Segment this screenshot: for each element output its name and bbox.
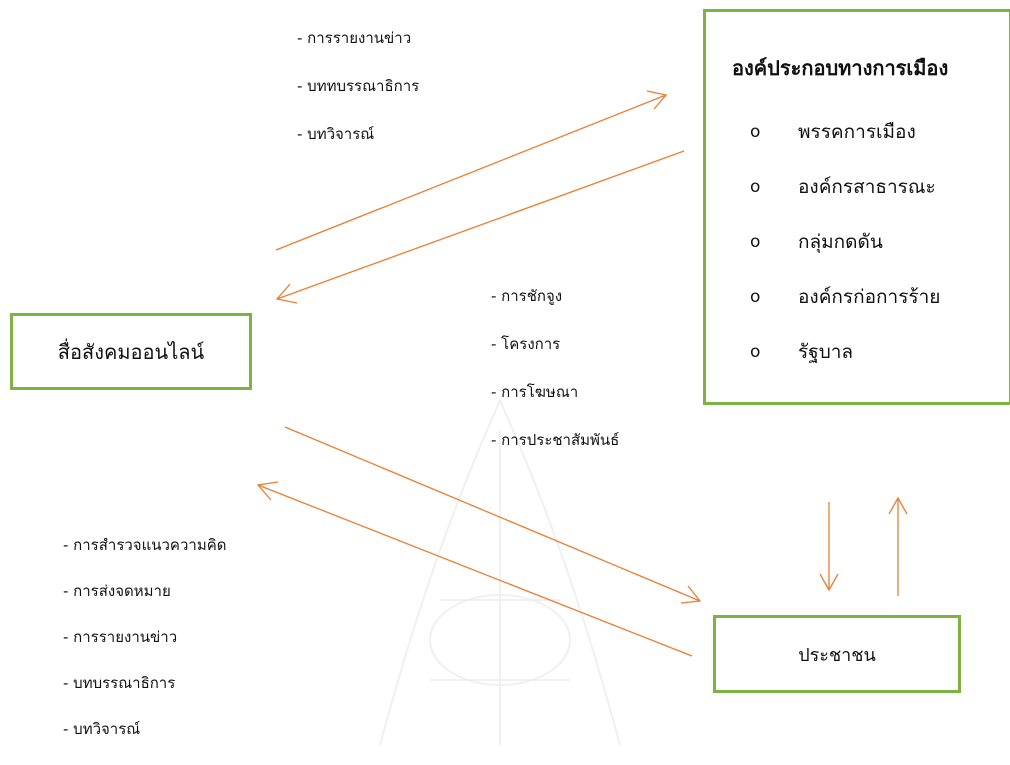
political-item: o องค์กรสาธารณะ bbox=[750, 159, 940, 214]
node-political-components: องค์ประกอบทางการเมือง o พรรคการเมือง o อ… bbox=[703, 9, 1010, 405]
bullet: o bbox=[750, 121, 761, 142]
label-item: - การประชาสัมพันธ์ bbox=[491, 431, 620, 449]
arrow-social-to-people bbox=[284, 426, 701, 602]
political-item-label: องค์กรสาธารณะ bbox=[798, 175, 936, 198]
label-item: - การรายงานข่าว bbox=[297, 29, 412, 47]
connector-layer bbox=[256, 90, 908, 657]
watermark-bars bbox=[430, 599, 570, 681]
node-label: ประชาชน bbox=[798, 644, 876, 666]
bullet: o bbox=[750, 286, 761, 307]
watermark-ring bbox=[429, 594, 571, 686]
watermark-emblem bbox=[379, 399, 621, 745]
watermark-curve-left bbox=[379, 399, 501, 745]
political-item: o องค์กรก่อการร้าย bbox=[750, 269, 940, 324]
diagram-canvas: - การรายงานข่าว - บททบรรณาธิการ - บทวิจา… bbox=[10, 9, 1010, 745]
label-item: - บทวิจารณ์ bbox=[297, 125, 375, 143]
node-social-media: สื่อสังคมออนไลน์ bbox=[10, 313, 252, 390]
label-item: - การโฆษณา bbox=[491, 383, 579, 401]
arrowhead-to-political bbox=[646, 90, 668, 110]
node-title: องค์ประกอบทางการเมือง bbox=[732, 56, 949, 80]
node-label: สื่อสังคมออนไลน์ bbox=[57, 339, 205, 364]
arrowhead-to-people bbox=[680, 585, 702, 604]
label-item: - บทบรรณาธิการ bbox=[63, 674, 176, 692]
arrowhead-to-social-bottom bbox=[256, 481, 279, 501]
political-item-label: รัฐบาล bbox=[798, 340, 854, 363]
political-item-label: องค์กรก่อการร้าย bbox=[798, 285, 941, 308]
label-item: - การชักจูง bbox=[491, 287, 563, 305]
bullet: o bbox=[750, 176, 761, 197]
bullet: o bbox=[750, 341, 761, 362]
political-item-label: กลุ่มกดดัน bbox=[798, 230, 883, 253]
labels-political-to-social: - การชักจูง - โครงการ - การโฆษณา - การปร… bbox=[491, 286, 619, 478]
label-item: - การสำรวจแนวความคิด bbox=[63, 536, 227, 554]
bullet: o bbox=[750, 231, 761, 252]
political-item-label: พรรคการเมือง bbox=[798, 120, 916, 143]
arrow-social-to-political bbox=[275, 94, 667, 251]
arrow-political-to-social bbox=[276, 150, 685, 300]
node-people: ประชาชน bbox=[713, 615, 961, 693]
labels-people-to-social: - การสำรวจแนวความคิด - การส่งจดหมาย - กา… bbox=[63, 535, 226, 765]
label-item: - โครงการ bbox=[491, 335, 561, 353]
label-item: - การส่งจดหมาย bbox=[63, 582, 171, 600]
political-items: o พรรคการเมือง o องค์กรสาธารณะ o กลุ่มกด… bbox=[750, 104, 940, 379]
label-item: - บททบรรณาธิการ bbox=[297, 77, 420, 95]
arrowhead-up bbox=[888, 496, 908, 515]
political-item: o รัฐบาล bbox=[750, 324, 940, 379]
arrowhead-to-social-top bbox=[275, 283, 298, 304]
watermark-curve-right bbox=[499, 399, 621, 745]
label-item: - บทวิจารณ์ bbox=[63, 720, 141, 738]
label-item: - การรายงานข่าว bbox=[63, 628, 178, 646]
arrow-people-to-social bbox=[257, 484, 693, 657]
labels-social-to-political: - การรายงานข่าว - บททบรรณาธิการ - บทวิจา… bbox=[297, 28, 419, 172]
arrowhead-down bbox=[819, 573, 839, 592]
political-item: o พรรคการเมือง bbox=[750, 104, 940, 159]
political-item: o กลุ่มกดดัน bbox=[750, 214, 940, 269]
